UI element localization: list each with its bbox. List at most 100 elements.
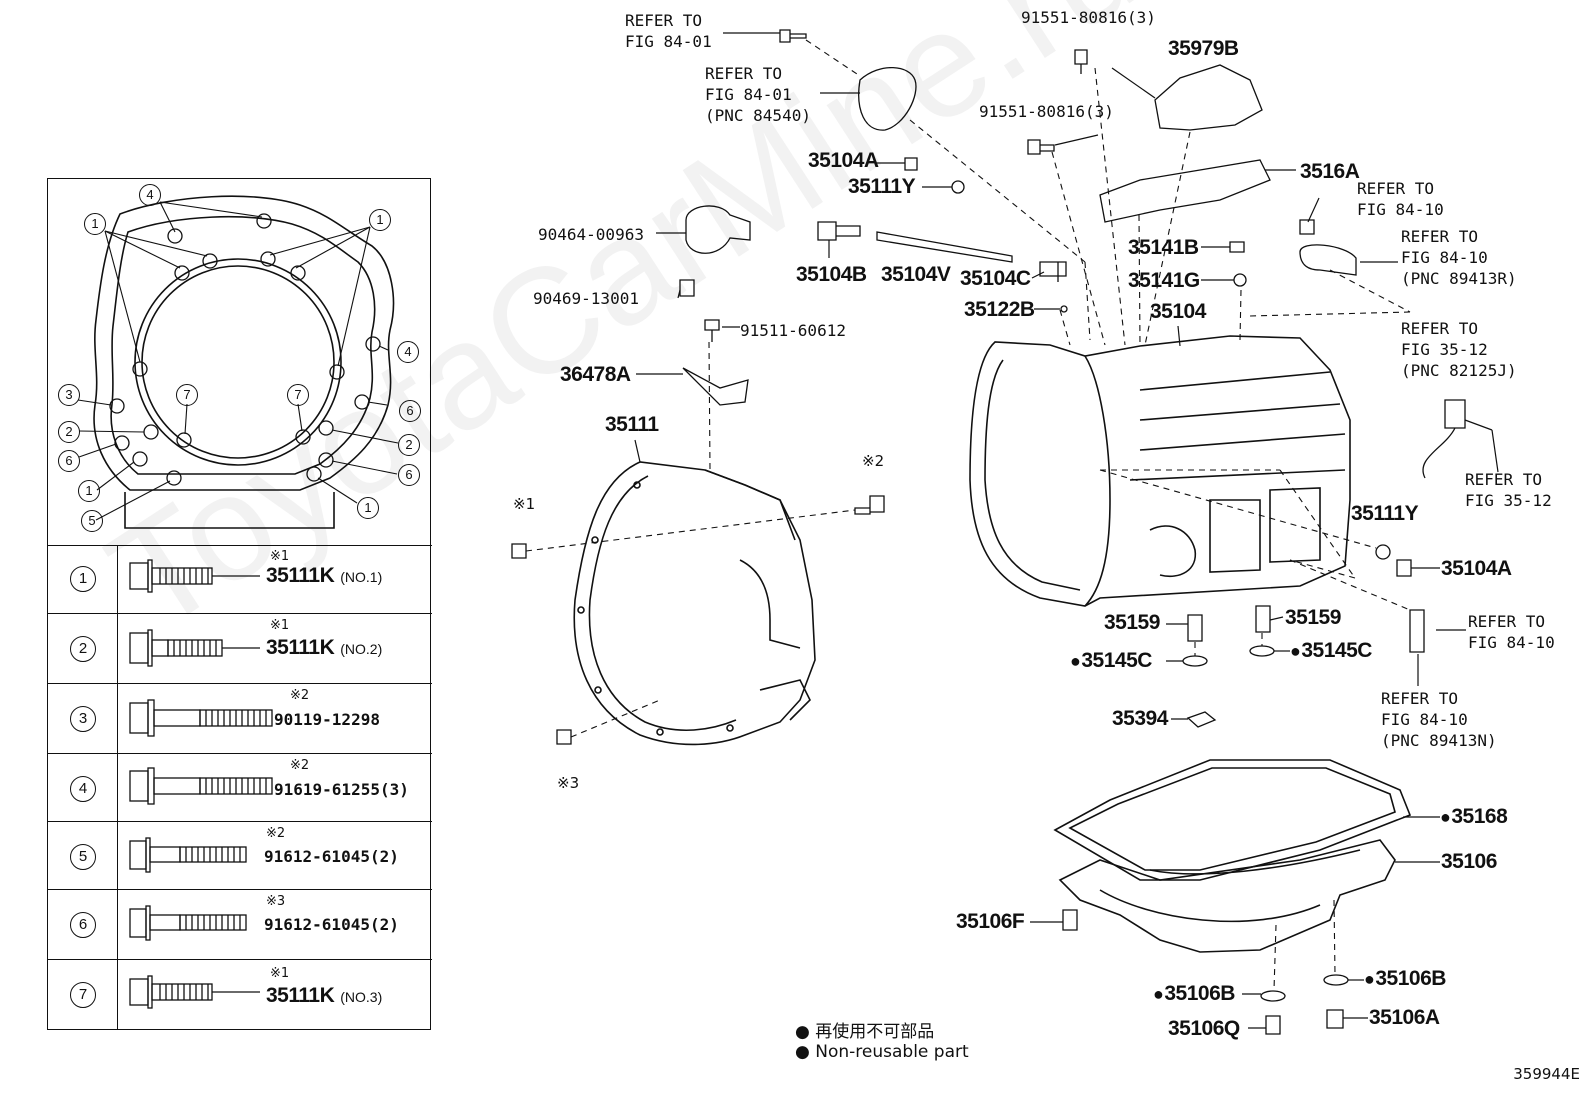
gasket-35145C-a-part — [1182, 655, 1208, 667]
label-35106B-left: 35106B — [1153, 983, 1235, 1005]
callout-number: 1 — [78, 480, 100, 502]
table-row: 3 ※2 90119-12298 — [48, 683, 432, 753]
label-35111: 35111 — [605, 413, 659, 436]
table-row: 6 ※3 91612-61045(2) — [48, 889, 432, 959]
gasket-35106B-left-part — [1260, 990, 1286, 1002]
switch-assembly-part — [858, 67, 917, 131]
bolt-7 — [129, 975, 260, 1009]
small-parts — [511, 29, 1466, 1035]
label-35106B-right: 35106B — [1364, 968, 1446, 990]
bolt-reference-table: 1 ※1 35111K (NO.1) 2 ※1 35111K(NO.2) 3 ※2… — [47, 178, 432, 1030]
label-refer-fig-84-01-a: REFER TO FIG 84-01 — [625, 11, 712, 51]
label-35111Y-right: 35111Y — [1351, 502, 1419, 525]
legend-line-jp: ● 再使用不可部品 — [795, 1017, 934, 1042]
bracket-35979B-part — [1154, 64, 1263, 131]
row-number-cell: 5 — [48, 822, 118, 889]
callout-number: 1 — [84, 213, 106, 235]
row-part-number: 90119-12298 — [274, 710, 380, 729]
label-91551-80816-a: 91551-80816(3) — [1021, 8, 1156, 27]
callout-number: 4 — [139, 184, 161, 206]
plug-35106A-part — [1326, 1009, 1344, 1029]
part-number-text: 90119-12298 — [274, 710, 380, 729]
part-suffix: (NO.1) — [340, 569, 383, 585]
legend-text-en: Non-reusable part — [815, 1042, 969, 1062]
callout-number: 2 — [398, 434, 420, 456]
label-refer-fig-35-12-a: REFER TO FIG 35-12 (PNC 82125J) — [1401, 319, 1517, 380]
part-number-text: 35111K — [266, 564, 335, 587]
housing-bolt-holes — [109, 213, 381, 486]
table-row: 1 ※1 35111K (NO.1) — [48, 545, 432, 613]
bolt-35106F-part — [1062, 909, 1078, 931]
label-refer-fig-84-10-d: REFER TO FIG 84-10 (PNC 89413N) — [1381, 689, 1497, 750]
label-35104: 35104 — [1150, 300, 1206, 323]
row-note: ※2 — [290, 688, 310, 703]
row-number-cell: 1 — [48, 546, 118, 613]
bolt-2 — [129, 629, 260, 667]
union-35104C-part — [1039, 261, 1067, 282]
clamp-90464-part — [685, 205, 751, 254]
row-number: 4 — [70, 776, 96, 802]
label-refer-fig-84-10-a: REFER TO FIG 84-10 — [1357, 179, 1444, 219]
label-35106A: 35106A — [1369, 1006, 1440, 1029]
bolt-91551-a-part — [1074, 49, 1088, 74]
label-35159-b: 35159 — [1285, 606, 1341, 629]
label-35106: 35106 — [1441, 850, 1497, 873]
callout-number: 2 — [58, 421, 80, 443]
clip-90469-part — [679, 279, 695, 297]
label-35979B: 35979B — [1168, 37, 1239, 60]
label-35106F: 35106F — [956, 910, 1025, 933]
plug-35106Q-part — [1265, 1015, 1281, 1035]
row-number-cell: 2 — [48, 614, 118, 683]
bolt-5 — [129, 837, 247, 873]
housing-leader-lines — [77, 201, 399, 521]
part-suffix: (NO.2) — [340, 641, 383, 657]
gasket-35145C-b-part — [1249, 645, 1275, 657]
callout-number: 7 — [176, 384, 198, 406]
label-35106Q: 35106Q — [1168, 1017, 1240, 1040]
leader-lines — [634, 32, 1499, 1029]
magnet-35394-part — [1186, 711, 1217, 728]
callout-number: 5 — [81, 510, 103, 532]
label-90469-13001: 90469-13001 — [533, 289, 639, 308]
oil-pan-gasket-35168 — [1053, 759, 1412, 881]
label-note1-left: ※1 — [513, 495, 536, 513]
bolt-4 — [129, 767, 273, 805]
table-row: 2 ※1 35111K(NO.2) — [48, 613, 432, 683]
row-number-cell: 7 — [48, 960, 118, 1029]
bolt-illustrations — [129, 559, 273, 1009]
row-note: ※1 — [270, 549, 290, 564]
row-part-number: 91612-61045(2) — [264, 915, 399, 934]
row-number-cell: 3 — [48, 684, 118, 753]
oring-35111Y-right-part — [1375, 544, 1391, 560]
label-35141B: 35141B — [1128, 236, 1199, 259]
label-36478A: 36478A — [560, 363, 631, 386]
plug-35141B-part — [1229, 241, 1245, 253]
sleeve-35159-a-part — [1187, 614, 1203, 642]
gasket-35141G-part — [1233, 273, 1247, 287]
label-35145C-a: 35145C — [1070, 650, 1152, 672]
bolt-91511-part — [704, 319, 720, 342]
row-part-number: 91612-61045(2) — [264, 847, 399, 866]
dashed-alignment-lines — [525, 39, 1411, 991]
row-number: 1 — [70, 566, 96, 592]
pipe-35104V-part — [876, 231, 1013, 263]
row-part-number: 35111K(NO.2) — [266, 636, 382, 660]
label-35104B: 35104B — [796, 263, 867, 286]
row-number: 3 — [70, 706, 96, 732]
figure-id: 359944E — [1513, 1065, 1580, 1083]
label-3516A: 3516A — [1300, 160, 1360, 183]
gasket-35106B-right-part — [1323, 974, 1349, 986]
label-35104C: 35104C — [960, 267, 1031, 290]
sensor-89413N-part — [1409, 609, 1425, 653]
label-note3-bottom: ※3 — [557, 774, 580, 792]
bolt-note2-part — [854, 495, 885, 515]
callout-number: 1 — [357, 497, 379, 519]
part-number-text: 91619-61255(3) — [274, 780, 409, 799]
legend-text-jp: 再使用不可部品 — [815, 1022, 935, 1042]
bolt-3 — [129, 699, 273, 737]
bolt-91551-b-part — [1027, 139, 1055, 155]
callout-number: 6 — [399, 400, 421, 422]
callout-number: 4 — [397, 341, 419, 363]
table-row: 4 ※2 91619-61255(3) — [48, 753, 432, 821]
